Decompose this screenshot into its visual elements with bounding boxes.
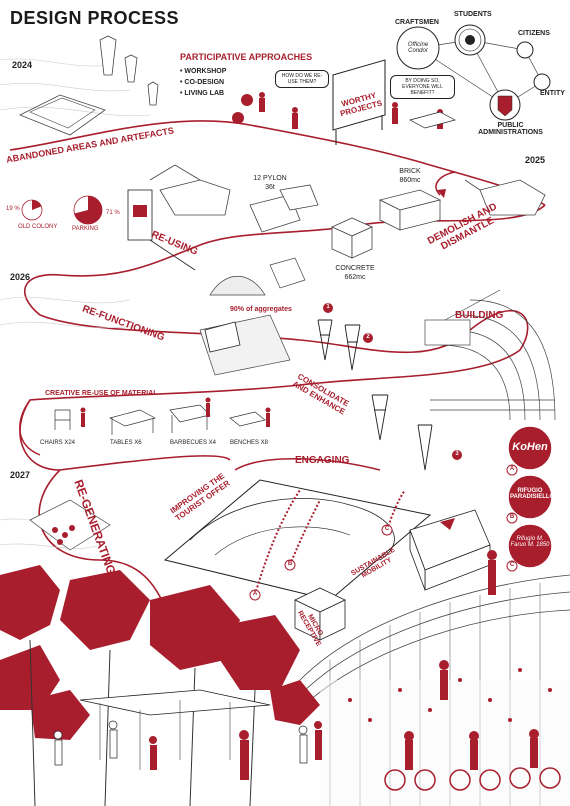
process-path-lower [38,469,171,616]
trail-b [289,499,321,566]
worthy-projects-billboard [332,59,386,131]
trail-a [254,489,301,596]
reuse-tower-icon [127,189,196,271]
marker-a-map: A [252,591,258,597]
year-2027: 2027 [10,470,31,480]
parking-label: PARKING [72,226,99,232]
marker-a-badge: A [509,466,515,472]
people-figures-mid [80,397,271,427]
pylon-count-label: 12 PYLON [253,175,287,182]
participative-item: CO-DESIGN [180,77,226,88]
concrete-volume-label: 662mc [344,274,366,281]
cyclists [384,767,561,791]
phase-engaging: ENGAGING [295,455,350,466]
brick-pallet-icon [378,189,442,231]
year-2024: 2024 [12,60,33,70]
old-colony-percent: 19 % [6,206,20,212]
creative-item-tables: TABLES X6 [110,440,142,446]
stakeholder-craftsmen: CRAFTSMEN [395,19,439,26]
creative-item-barbecues: BARBECUES X4 [170,440,217,446]
pylon-stack-icon [249,184,319,233]
arrow-2025-loop [435,171,456,196]
bulldozer-icon [464,179,546,216]
parking-percent: 71 % [106,210,120,216]
crane-truck-icon [424,289,501,346]
craftsmen-logo-text: Officine Condor [407,42,429,54]
micro-receptive-cabin [294,587,346,641]
entity-node [533,73,551,91]
stakeholder-citizens: CITIZENS [518,30,550,37]
regeneration-site [29,499,111,551]
parking-pie [73,195,103,225]
speech-bubble-reuse: HOW DO WE RE-USE THEM? [275,70,329,88]
marker-c-badge: C [509,562,515,568]
steel-pylons [317,319,433,471]
step-markers [323,303,462,460]
rubble-mound [209,275,266,296]
workshop-table [409,111,456,129]
bus-icon [409,509,491,591]
pylon-icons-2024 [99,35,159,106]
trail-markers [249,524,393,601]
speech-bubble-benefit: BY DOING SO, EVERYONE WILL BENEFIT? [390,75,455,99]
park-people [149,721,322,780]
marker-b-map: B [287,561,293,567]
marker-1: 1 [326,304,330,310]
brick-volume-label: 860mc [399,177,421,184]
stakeholder-students: STUDENTS [454,11,492,18]
page-title: DESIGN PROCESS [10,8,180,28]
stakeholder-entity: ENTITY [540,90,565,97]
badge-b-text: RIFUGIO PARADISIELLO [510,488,555,500]
old-colony-pie [21,199,43,221]
badge-c [506,523,553,572]
craftsmen-logo [396,26,440,70]
pavilion-structure [79,689,271,716]
old-colony-label: OLD COLONY [18,224,58,230]
pylon-weight-label: 36t [265,184,275,191]
brick-label: BRICK [399,168,421,175]
abandoned-building-outline [19,94,106,136]
stakeholder-public: PUBLIC ADMINISTRATIONS [478,122,543,136]
marker-c-map: C [384,526,390,532]
engaging-map [163,479,432,601]
marker-2: 2 [366,334,370,340]
participative-item: LIVING LAB [180,88,226,99]
citizens-node [516,41,534,59]
concrete-label: CONCRETE [335,265,375,272]
phase-building: BUILDING [455,310,504,321]
tree-canopies [0,565,320,740]
badge-c-text: Rifugio M. Faruo M. 1850 [510,536,550,548]
marker-b-badge: B [509,514,515,520]
year-2026: 2026 [10,272,31,282]
climbing-holds [348,668,552,722]
creative-item-benches: BENCHES X8 [230,440,269,446]
trail-c [386,489,406,531]
aggregates-label: 90% of aggregates [230,306,292,313]
marker-3: 3 [455,451,459,457]
year-2025: 2025 [525,155,546,165]
participative-item: WORKSHOP [180,66,226,77]
excavator-icon [149,164,231,216]
concrete-block-icon [331,217,373,259]
participative-heading: PARTICIPATIVE APPROACHES [180,52,313,62]
skid-loader-icon [269,257,306,289]
creative-heading: CREATIVE RE-USE OF MATERIAL [45,390,158,397]
participative-list: WORKSHOP CO-DESIGN LIVING LAB [180,66,226,99]
badge-a [506,425,553,476]
badge-b [506,474,553,524]
furniture-icons [54,404,266,435]
creative-item-chairs: CHAIRS X24 [40,440,76,446]
badge-a-text: KoHen [512,441,548,453]
process-path [9,120,546,471]
stakeholder-network [396,24,551,121]
